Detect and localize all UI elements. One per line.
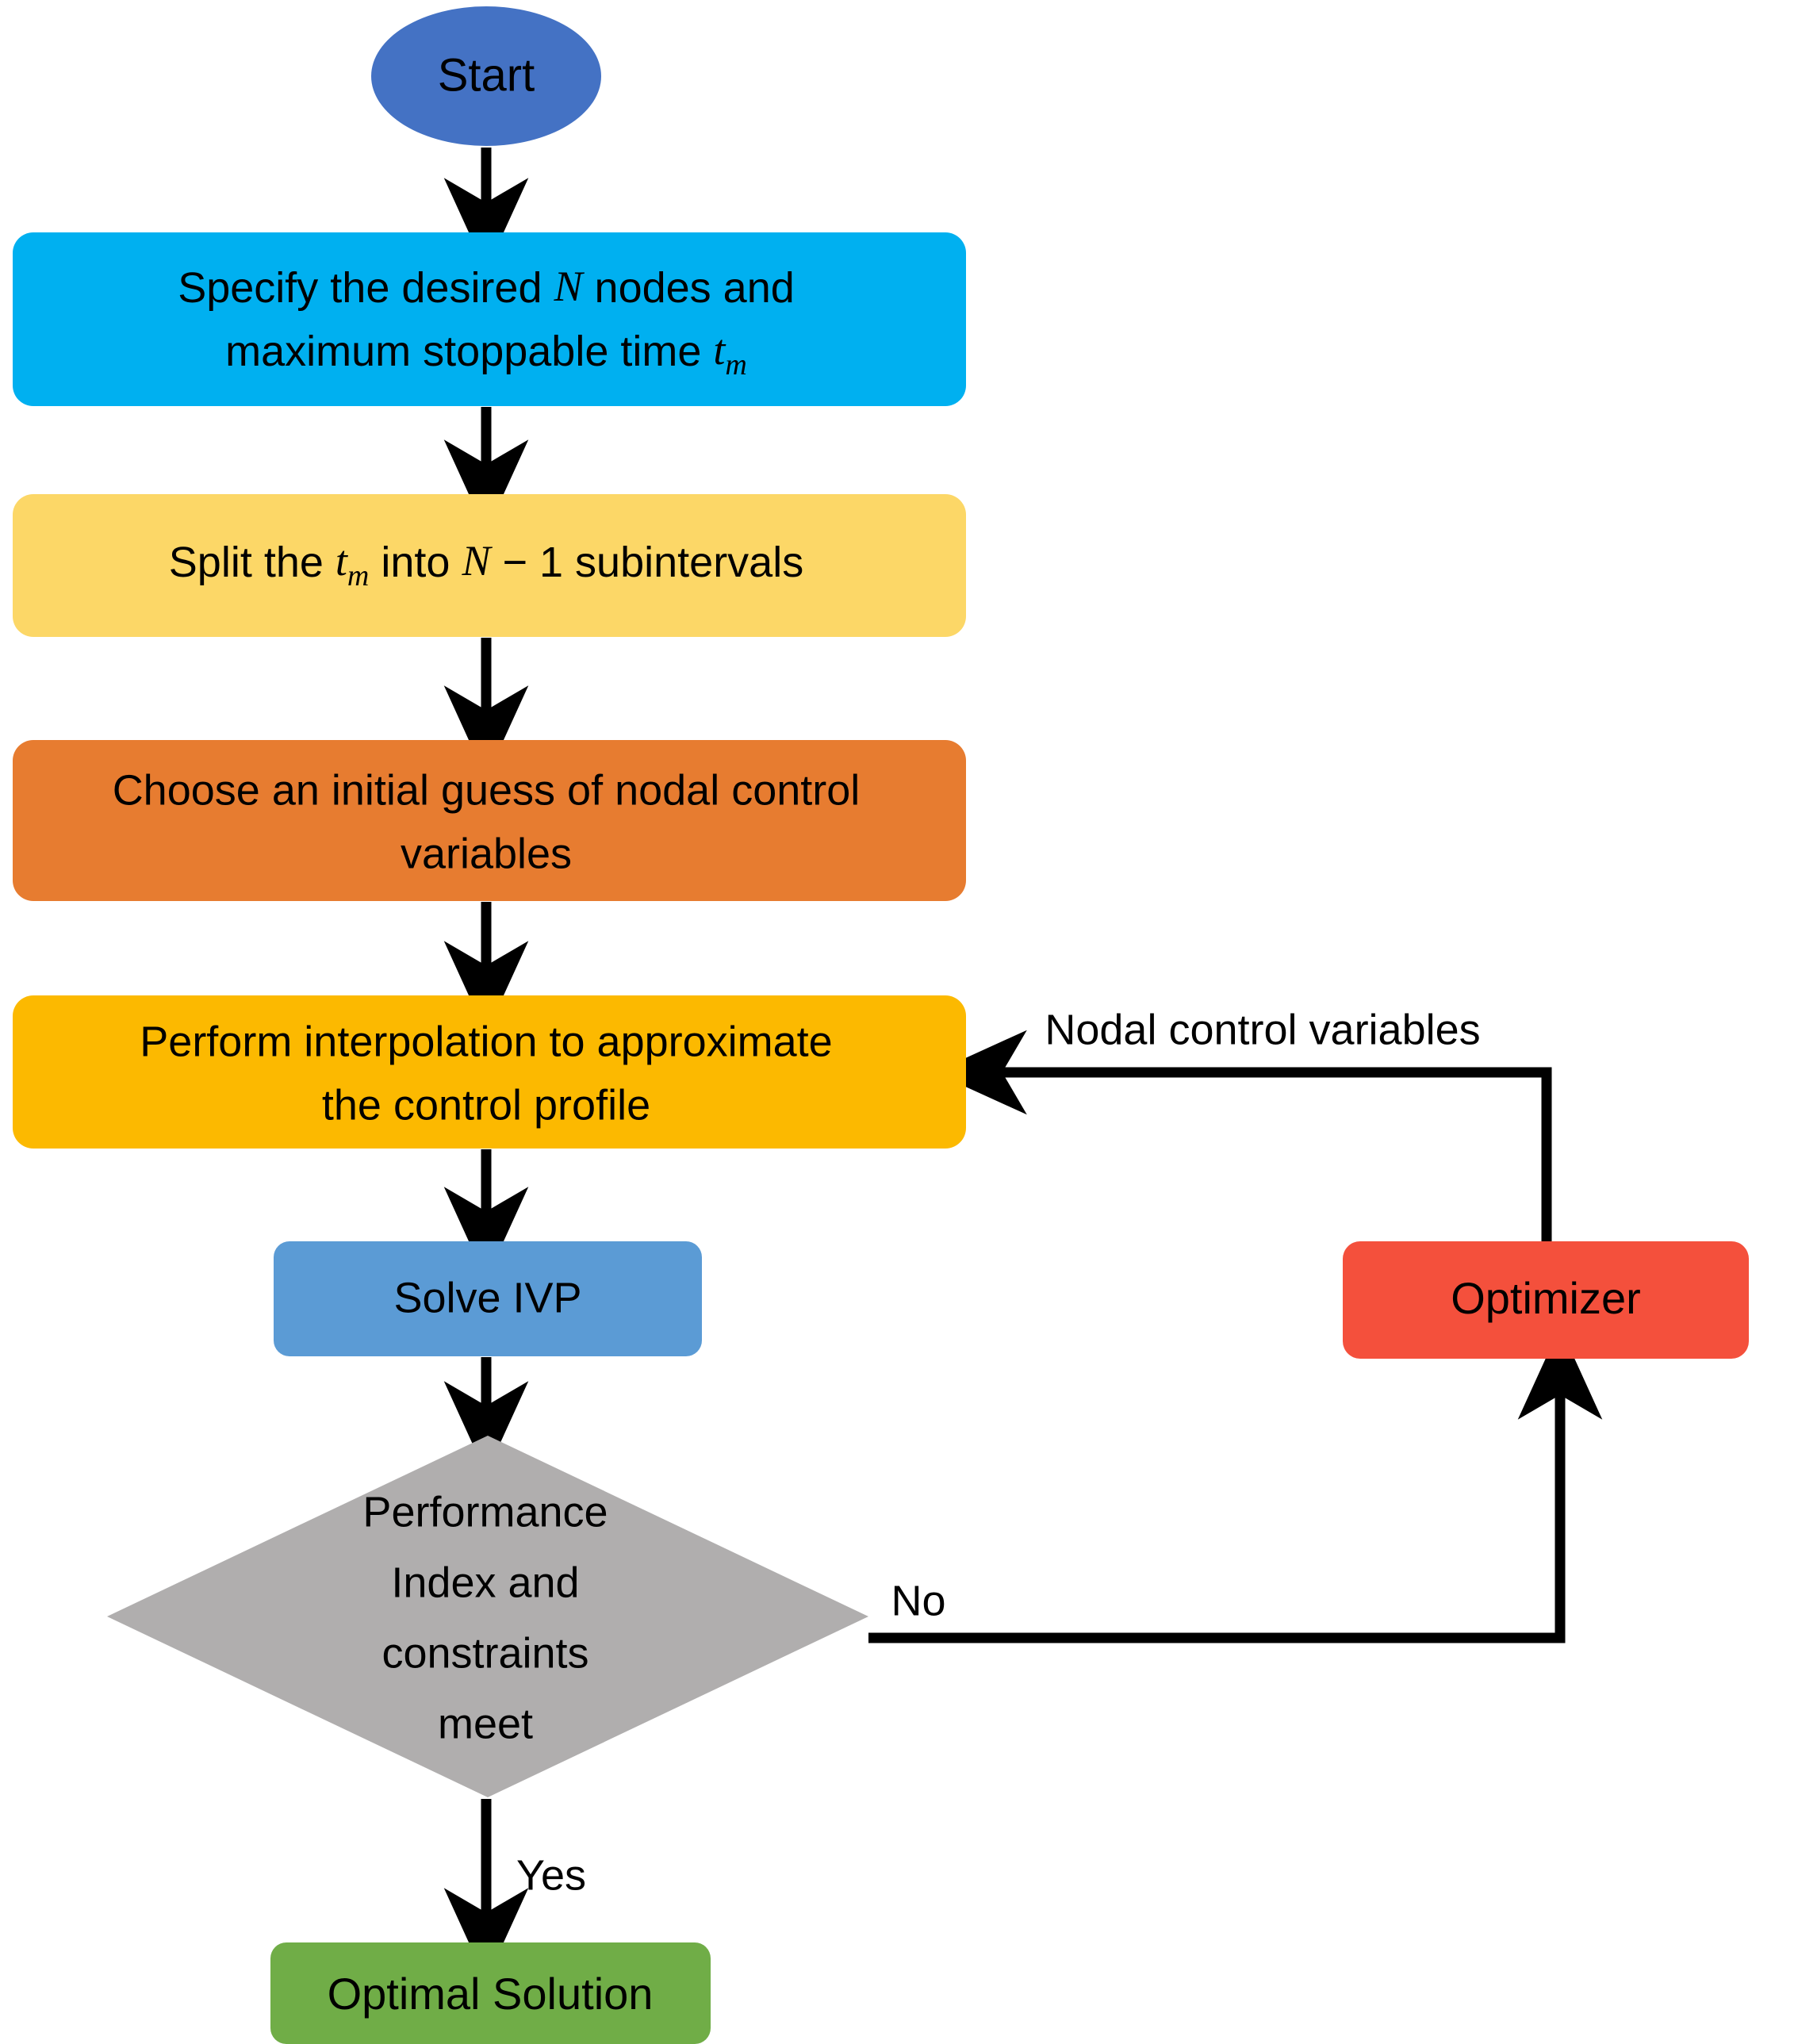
interpolation-step-shape [13,995,966,1149]
solve-ivp-step-shape [274,1241,702,1356]
initial-guess-step-line2: variables [401,830,572,877]
optimal-solution-node[interactable]: Optimal Solution [270,1942,711,2044]
specify-nodes-step-line2: maximum stoppable time tm [225,326,747,381]
edge-decision-no-to-optimizer [868,1326,1603,1643]
optimizer-node[interactable]: Optimizer [1343,1241,1749,1359]
decision-node-line2: Index and [391,1559,579,1606]
decision-node-line1: Performance [362,1488,608,1536]
optimal-solution-node-label: Optimal Solution [328,1969,654,2019]
edge-label-no: No [891,1577,945,1624]
decision-node[interactable]: Performance Index and constraints meet [107,1436,868,1797]
interpolation-step[interactable]: Perform interpolation to approximate the… [13,995,966,1149]
decision-node-line4: meet [438,1700,533,1747]
specify-nodes-step-line1: Specify the desired N nodes and [178,263,795,312]
split-interval-step-shape [13,494,966,637]
optimizer-node-shape [1343,1241,1749,1359]
initial-guess-step[interactable]: Choose an initial guess of nodal control… [13,740,966,901]
optimal-solution-node-shape [270,1942,711,2044]
edge-label-yes: Yes [516,1851,586,1899]
initial-guess-step-shape [13,740,966,901]
specify-nodes-step-shape [13,232,966,406]
solve-ivp-step[interactable]: Solve IVP [274,1241,702,1356]
optimizer-node-label: Optimizer [1451,1273,1641,1323]
initial-guess-step-line1: Choose an initial guess of nodal control [113,766,861,814]
solve-ivp-step-label: Solve IVP [393,1274,581,1321]
edge-label-nodal-control-variables: Nodal control variables [1045,1006,1480,1053]
start-node-shape [371,6,601,146]
split-interval-step-label: Split the tm into N − 1 subintervals [169,537,803,592]
edge-optimizer-to-interpolation [934,1030,1552,1241]
decision-node-line3: constraints [381,1629,588,1677]
interpolation-step-line2: the control profile [322,1081,650,1129]
split-interval-step[interactable]: Split the tm into N − 1 subintervals [13,494,966,637]
decision-node-shape [107,1436,868,1797]
start-node[interactable]: Start [371,6,601,146]
interpolation-step-line1: Perform interpolation to approximate [140,1018,832,1065]
start-node-label: Start [438,49,535,101]
specify-nodes-step[interactable]: Specify the desired N nodes and maximum … [13,232,966,406]
